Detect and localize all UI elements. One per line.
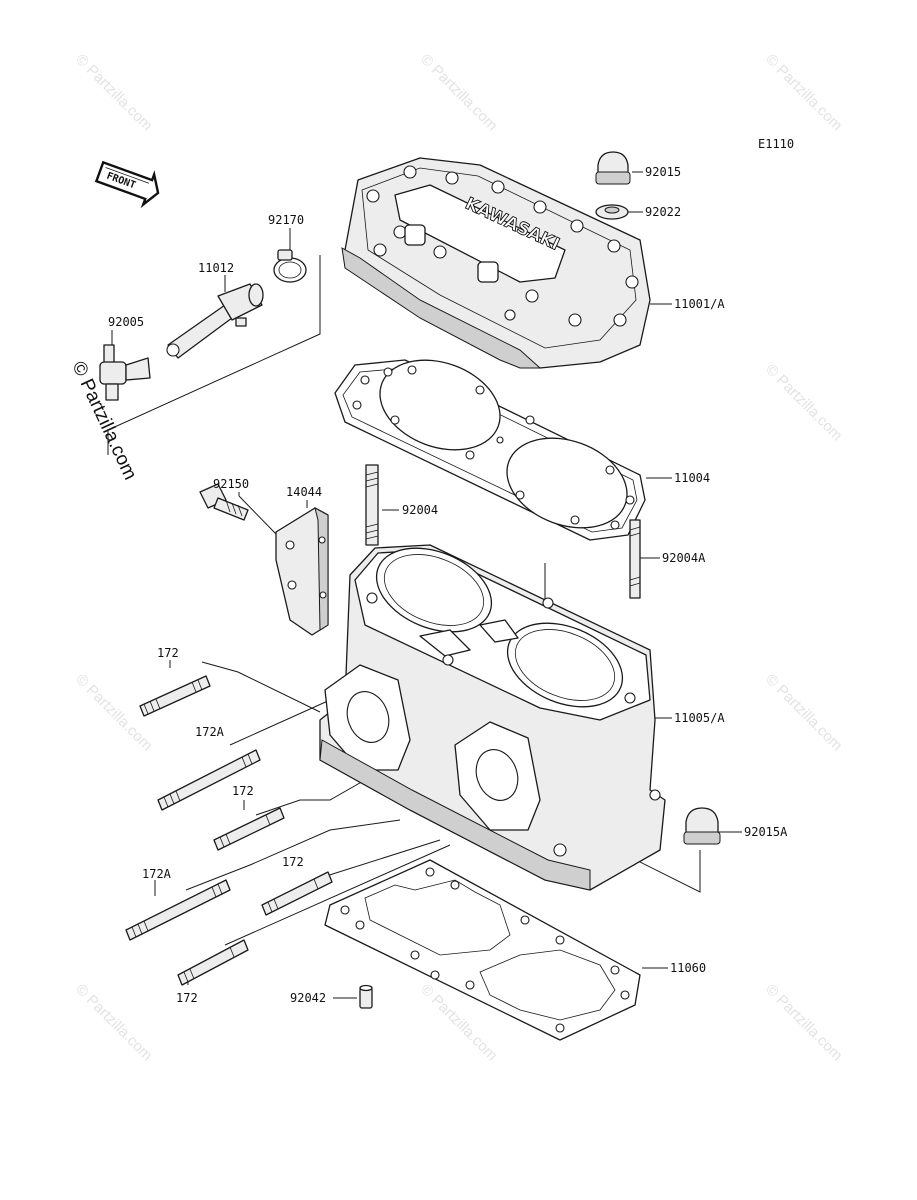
stud-172-part[interactable] [139,675,211,717]
diagram-code: E1110 [758,137,794,151]
callout-11004[interactable]: 11004 [674,471,710,485]
stud-172a-part[interactable] [125,879,231,941]
watermark: © Partzilla.com [762,361,845,444]
head-gasket-part[interactable] [334,344,646,543]
callout-11012[interactable]: 11012 [198,261,234,275]
cap-nut-part[interactable] [595,151,631,185]
stud-part[interactable] [365,464,379,546]
callout-172a[interactable]: 172A [142,867,172,881]
callout-labels: 92015 92022 92170 11012 92005 11001/A 11… [108,165,788,1005]
dowel-pin-part[interactable] [359,984,373,1009]
callout-92042[interactable]: 92042 [290,991,326,1005]
callout-92015a[interactable]: 92015A [744,825,788,839]
hose-clamp-part[interactable] [273,249,307,283]
callout-11060[interactable]: 11060 [670,961,706,975]
callout-172[interactable]: 172 [176,991,198,1005]
front-arrow-icon: FRONT [94,160,160,209]
cylinder-block-part[interactable] [319,532,666,891]
callout-172[interactable]: 172 [282,855,304,869]
stud-172-part[interactable] [177,939,249,986]
callout-92150[interactable]: 92150 [213,477,249,491]
callout-11005-a[interactable]: 11005/A [674,711,725,725]
watermark: © Partzilla.com [72,51,155,134]
fitting-part[interactable] [166,283,264,359]
stud-a-part[interactable] [629,519,641,599]
callout-92005[interactable]: 92005 [108,315,144,329]
stud-172-part[interactable] [213,807,285,851]
stud-172-part[interactable] [261,871,333,916]
callout-92004a[interactable]: 92004A [662,551,706,565]
callout-172[interactable]: 172 [232,784,254,798]
callout-92170[interactable]: 92170 [268,213,304,227]
nipple-fitting-part[interactable] [99,344,151,401]
bracket-part[interactable] [275,507,329,636]
base-gasket-part[interactable] [324,859,641,1041]
callout-92015[interactable]: 92015 [645,165,681,179]
callout-172a[interactable]: 172A [195,725,225,739]
callout-92004[interactable]: 92004 [402,503,438,517]
watermark: © Partzilla.com [762,981,845,1064]
callout-11001-a[interactable]: 11001/A [674,297,725,311]
cylinder-head-part[interactable]: KAWASAKI [341,157,651,369]
stud-172a-part[interactable] [157,749,261,811]
callout-14044[interactable]: 14044 [286,485,322,499]
watermark: © Partzilla.com [72,981,155,1064]
watermark: © Partzilla.com [762,51,845,134]
bolt-part[interactable] [199,483,249,521]
callout-92022[interactable]: 92022 [645,205,681,219]
watermark: © Partzilla.com [417,51,500,134]
watermark: © Partzilla.com [762,671,845,754]
washer-part[interactable] [595,204,629,220]
cap-nut-a-part[interactable] [683,807,721,845]
callout-172[interactable]: 172 [157,646,179,660]
